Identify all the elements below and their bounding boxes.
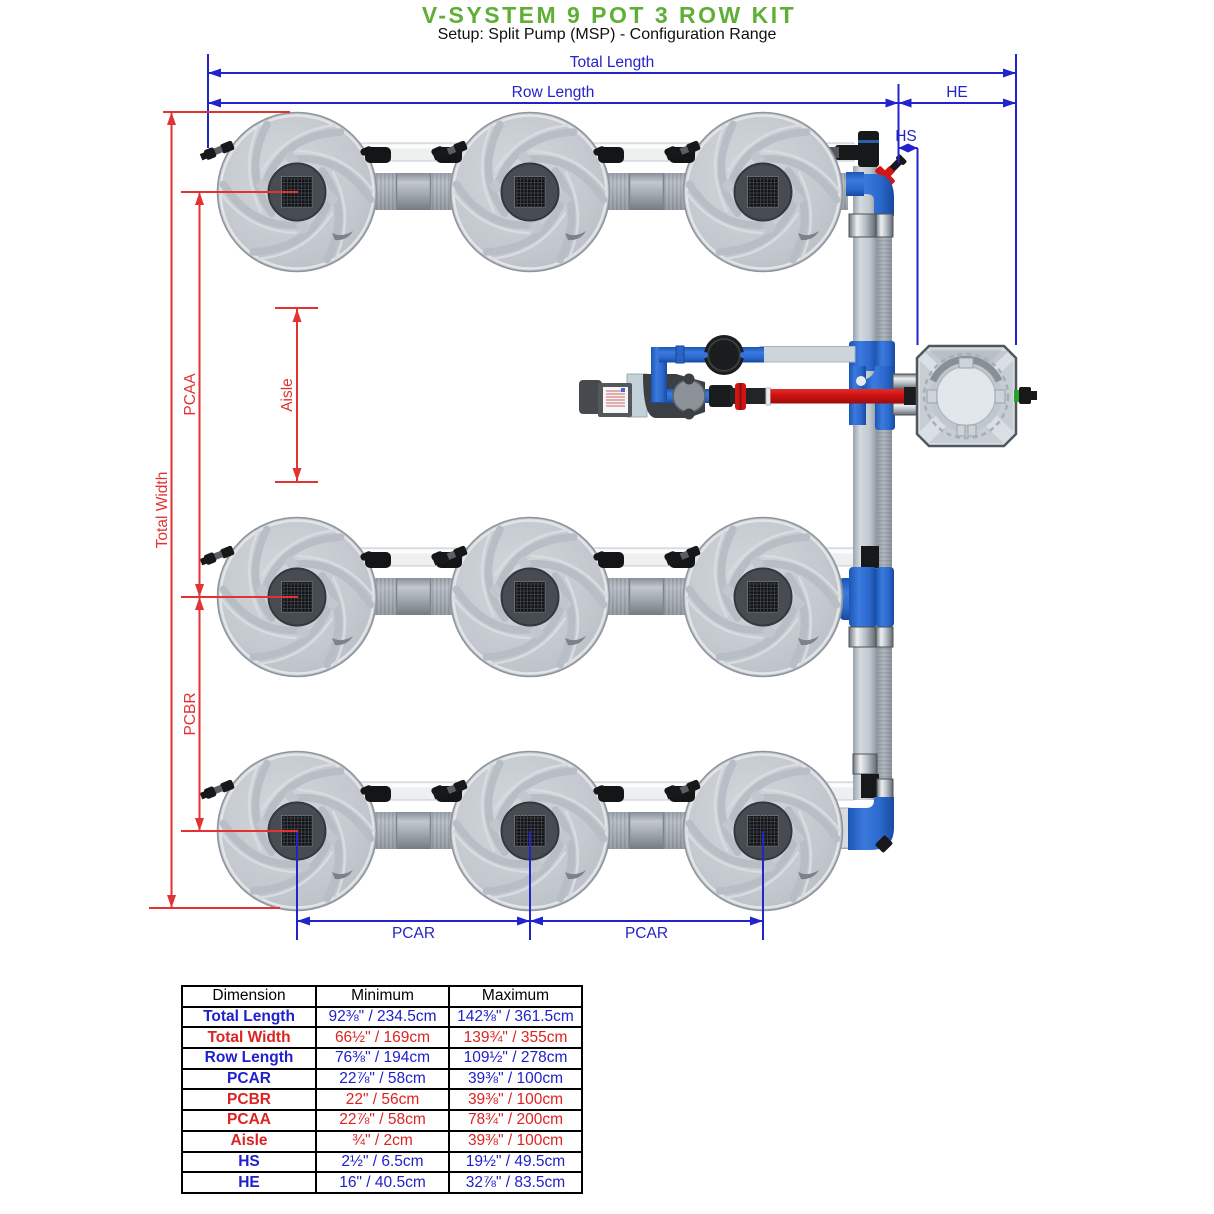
svg-text:HS: HS	[895, 128, 917, 145]
svg-text:Aisle: Aisle	[279, 378, 296, 412]
svg-text:PCAR: PCAR	[625, 925, 668, 942]
svg-text:PCAR: PCAR	[392, 925, 435, 942]
svg-text:Total Width: Total Width	[154, 472, 171, 549]
svg-text:Row Length: Row Length	[512, 84, 595, 101]
svg-text:PCAA: PCAA	[182, 373, 199, 416]
svg-text:Setup: Split Pump (MSP) - Conf: Setup: Split Pump (MSP) - Configuration …	[438, 26, 777, 43]
svg-text:Total Length: Total Length	[570, 54, 654, 71]
svg-text:V-SYSTEM 9 POT 3 ROW KIT: V-SYSTEM 9 POT 3 ROW KIT	[422, 2, 796, 28]
svg-text:PCBR: PCBR	[182, 692, 199, 735]
svg-text:HE: HE	[946, 84, 968, 101]
